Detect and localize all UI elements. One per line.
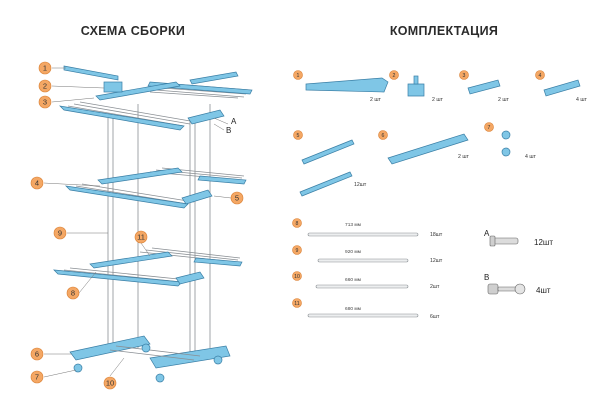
callout-label: 8	[71, 289, 75, 298]
part-3-bracket	[467, 79, 501, 95]
kit-item-qty: 2 шт	[498, 97, 509, 103]
kit-item-number: 6	[382, 133, 385, 139]
svg-text:9: 9	[296, 248, 299, 254]
callout-label: 4	[35, 179, 39, 188]
washer-icon	[514, 283, 526, 295]
kit-item-number: 1	[297, 73, 300, 79]
dryer-base	[69, 335, 231, 383]
callout-label: 5	[235, 194, 239, 203]
fastener-letter: В	[484, 273, 489, 282]
fastener-letter-a: А	[231, 117, 237, 126]
kit-item-qty: 2 шт	[432, 97, 443, 103]
rod-length: 660 мм	[345, 277, 361, 283]
part-7-wheel-b	[501, 147, 511, 157]
callout-label: 11	[137, 233, 145, 242]
rod-qty: 18шт	[430, 232, 443, 238]
part-7-wheel-a	[501, 130, 511, 140]
kit-contents: 1 2 шт 2 2 шт 3 2 шт 4 4 шт 5 12шт 6 2 ш…	[292, 70, 587, 320]
rod-qty: 2шт	[430, 284, 440, 290]
part-4-shelf-end	[543, 79, 581, 97]
callout-label: 7	[35, 373, 39, 382]
bolt-icon	[491, 237, 519, 245]
kit-heading: КОМПЛЕКТАЦИЯ	[390, 24, 498, 38]
nut-icon	[487, 283, 499, 295]
part-1-drawing	[63, 65, 119, 81]
callout-circle	[38, 61, 52, 75]
part-2-connector	[407, 83, 425, 97]
kit-item-qty: 4 шт	[576, 97, 587, 103]
part-6-base-bar	[387, 133, 469, 165]
vertical-posts	[107, 104, 211, 362]
callout-label: 6	[35, 350, 39, 359]
fastener-qty: 4шт	[536, 286, 551, 295]
callout-label: 9	[58, 229, 62, 238]
rod-9: 9 920 мм 12шт	[292, 245, 443, 264]
part-1-drawing-right	[189, 71, 239, 85]
rod-11: 11 680 мм 6шт	[292, 298, 440, 320]
kit-item-number: 5	[297, 133, 300, 139]
svg-text:11: 11	[294, 301, 299, 307]
fastener-b: В 4шт	[484, 273, 551, 295]
middle-shelf	[65, 167, 247, 209]
rod-10: 10 660 мм 2шт	[292, 271, 440, 290]
kit-item-qty: 12шт	[354, 182, 367, 188]
kit-item-number: 7	[488, 125, 491, 131]
fastener-a: А 12шт	[484, 229, 553, 247]
fastener-letter: А	[484, 229, 490, 238]
lower-shelf	[53, 247, 243, 287]
part-2-drawing	[103, 81, 123, 93]
dryer-assembly-drawing	[53, 65, 253, 383]
fastener-letter-b: В	[226, 126, 231, 135]
callout-label: 10	[106, 379, 114, 388]
kit-item-qty: 4 шт	[525, 154, 536, 160]
svg-text:8: 8	[296, 221, 299, 227]
kit-item-qty: 2 шт	[370, 97, 381, 103]
rod-length: 680 мм	[345, 306, 361, 312]
rod-qty: 12шт	[430, 258, 443, 264]
rod-length: 713 мм	[345, 222, 361, 228]
assembly-heading: СХЕМА СБОРКИ	[81, 24, 185, 38]
kit-item-number: 4	[539, 73, 542, 79]
svg-text:10: 10	[294, 274, 300, 280]
top-shelf	[58, 81, 253, 131]
kit-item-qty: 2 шт	[458, 154, 469, 160]
kit-item-number: 3	[463, 73, 466, 79]
part-1-hanger-bar	[305, 77, 389, 93]
rod-qty: 6шт	[430, 314, 440, 320]
rod-8: 8 713 мм 18шт	[292, 218, 443, 238]
callout-label: 2	[43, 82, 47, 91]
part-5-arm-b	[299, 171, 353, 197]
callout-label: 3	[43, 98, 47, 107]
assembly-callouts: 1 2 3 4 5 6 7 8 9 10 11 А В	[30, 61, 244, 390]
rod-length: 920 мм	[345, 249, 361, 255]
part-5-arm-a	[301, 139, 355, 165]
kit-item-number: 2	[393, 73, 396, 79]
screw-icon	[497, 286, 517, 292]
fastener-qty: 12шт	[534, 238, 553, 247]
callout-label: 1	[43, 64, 47, 73]
